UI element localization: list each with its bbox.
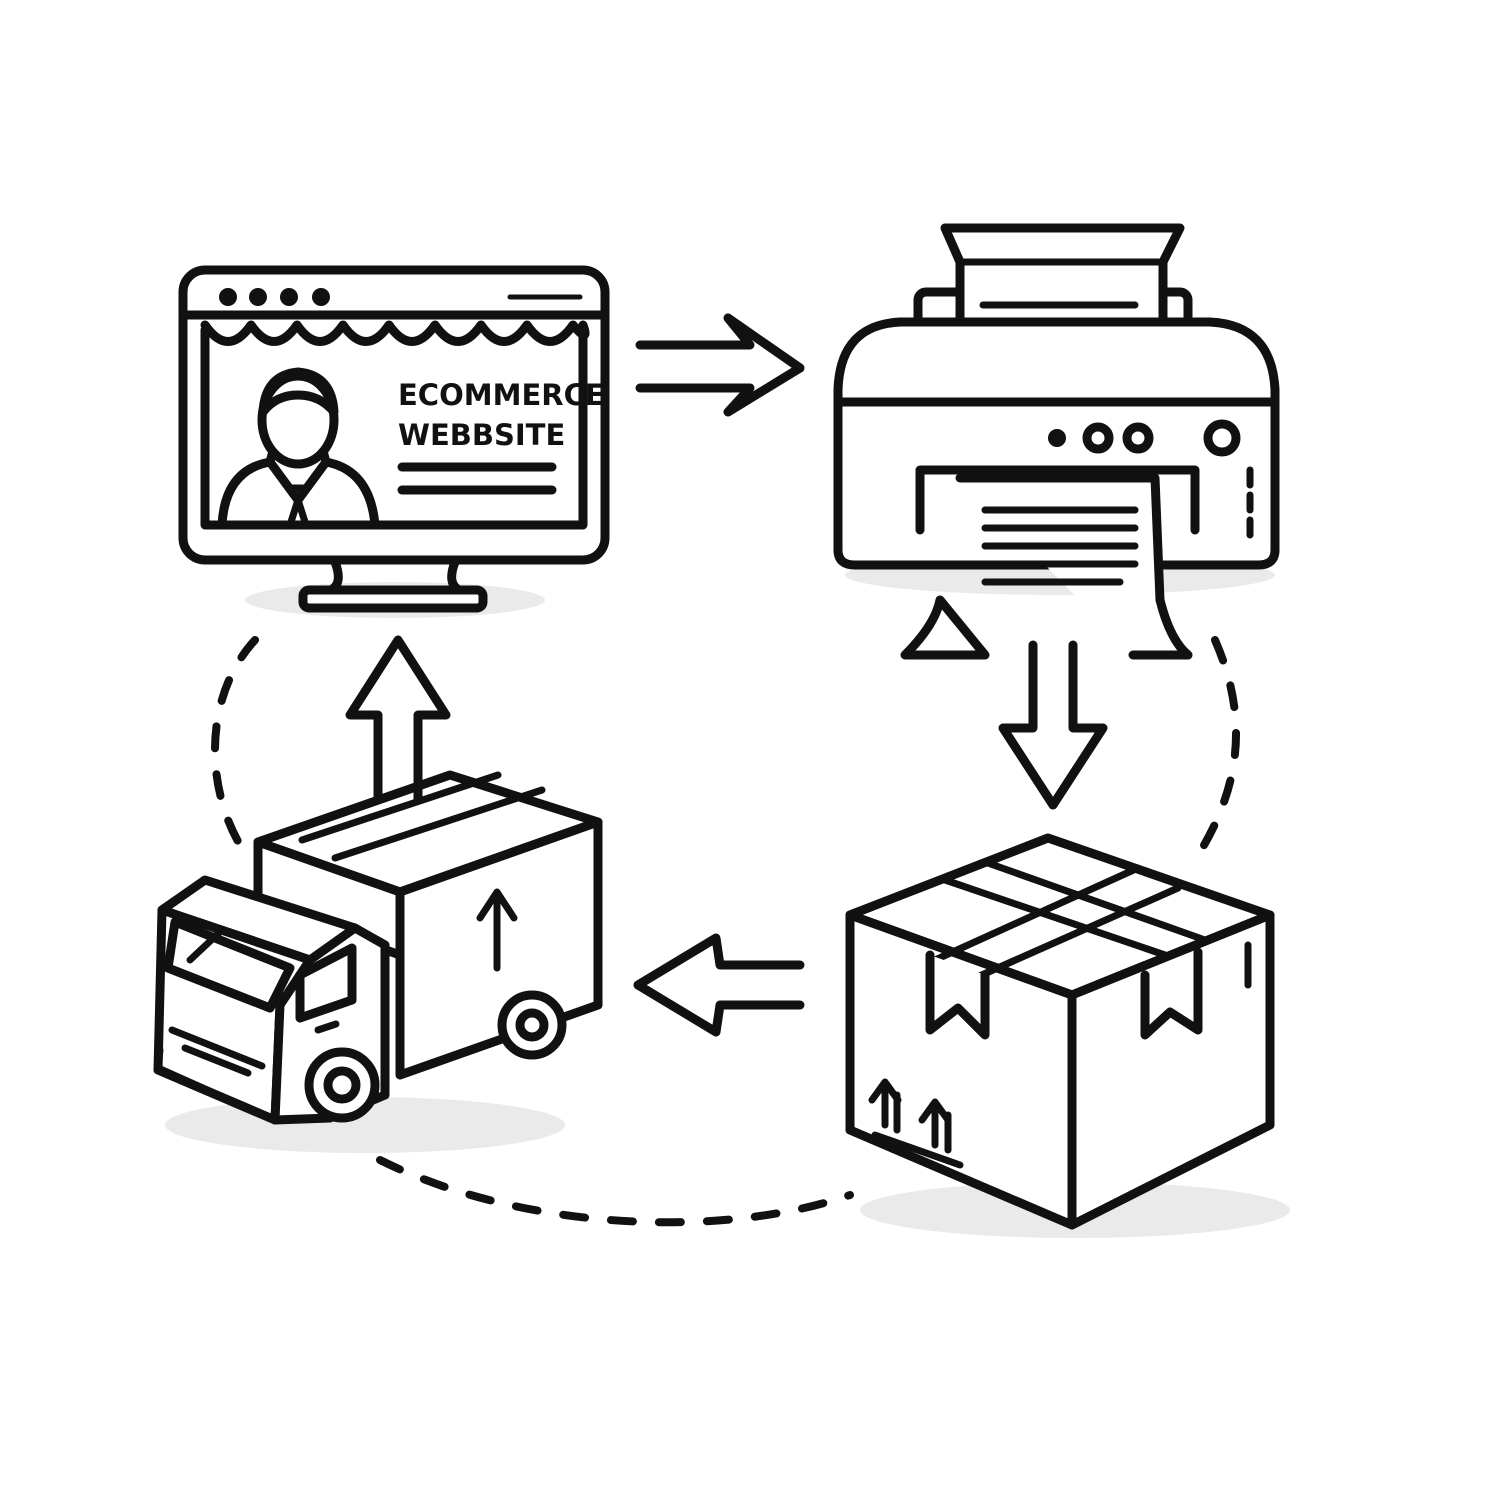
truck-node [153, 770, 603, 1153]
arrow-left-icon [633, 933, 805, 1037]
arrow-down-icon [998, 640, 1108, 810]
truck-wheel-front [304, 1047, 380, 1123]
dashed-arc-right [1191, 636, 1240, 864]
printer-node [833, 223, 1280, 660]
dashed-arc-bottom [376, 1156, 854, 1227]
package-node [845, 833, 1290, 1238]
monitor-storefront-icon: ECOMMERCE WEBBSITE [178, 265, 610, 613]
website-label-line-1: ECOMMERCE [398, 378, 605, 412]
avatar [217, 367, 380, 530]
arrow-right-icon [635, 313, 805, 417]
truck-wheel-rear [497, 990, 567, 1060]
cycle-dashed-path [211, 636, 1240, 1227]
printer-icon [833, 223, 1280, 660]
delivery-truck-icon [153, 770, 603, 1125]
website-node: ECOMMERCE WEBBSITE [178, 265, 610, 618]
website-label-line-2: WEBBSITE [398, 418, 565, 452]
arrow-up-icon [345, 635, 451, 805]
box-icon [845, 833, 1275, 1230]
dashed-arc-left [211, 636, 259, 864]
this-side-up-icon [868, 1078, 964, 1169]
